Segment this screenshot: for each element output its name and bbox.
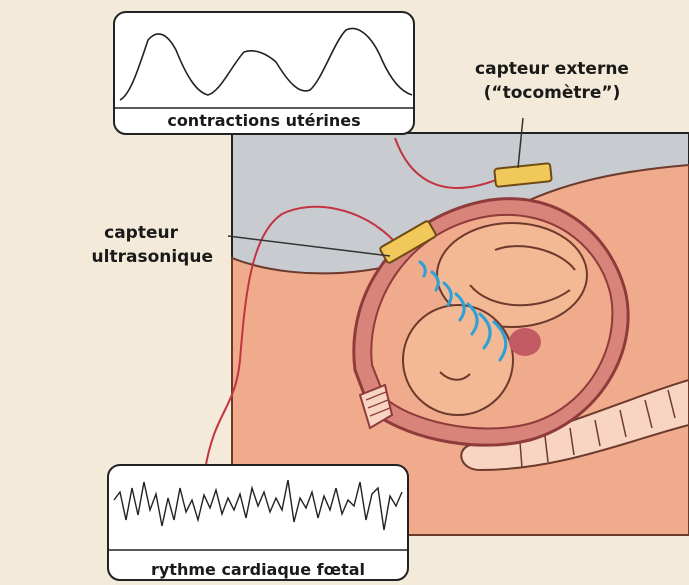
external-sensor-label-line1: capteur externe: [475, 59, 629, 79]
ultrasound-sensor-label-line2: ultrasonique: [92, 247, 213, 267]
external-sensor-label-line2: (“tocomètre”): [484, 83, 621, 103]
heart-rate-panel: rythme cardiaque fœtal: [108, 465, 408, 580]
fetus-head: [403, 305, 513, 415]
heart-rate-title: rythme cardiaque fœtal: [151, 560, 365, 579]
fetal-heart: [509, 328, 541, 356]
ultrasound-sensor-label-line1: capteur: [104, 223, 178, 243]
contractions-title: contractions utérines: [167, 111, 360, 130]
contractions-panel: contractions utérines: [114, 12, 414, 134]
